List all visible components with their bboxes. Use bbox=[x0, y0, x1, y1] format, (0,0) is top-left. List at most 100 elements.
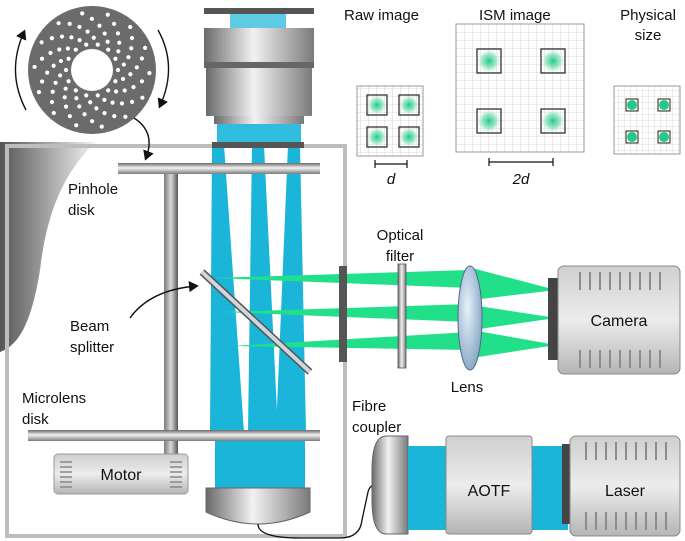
motor-label: Motor bbox=[101, 467, 143, 484]
disk-pinhole bbox=[66, 79, 71, 84]
camera-label: Camera bbox=[591, 313, 648, 330]
optical-filter-label-line2: filter bbox=[386, 248, 414, 265]
disk-pinhole bbox=[94, 106, 99, 111]
disk-pinhole bbox=[73, 88, 78, 93]
raw-image-title: Raw image bbox=[344, 7, 419, 24]
disk-pinhole bbox=[48, 50, 53, 55]
pinhole-label-line2: disk bbox=[68, 202, 95, 219]
disk-pinhole bbox=[110, 100, 115, 105]
disk-pinhole bbox=[80, 11, 85, 16]
disk-pinhole bbox=[58, 58, 64, 64]
physical-size-panel bbox=[613, 85, 681, 155]
disk-pinhole bbox=[113, 79, 118, 84]
aotf-label: AOTF bbox=[468, 483, 511, 500]
disk-pinhole bbox=[36, 90, 42, 95]
disk-pinhole bbox=[142, 45, 148, 50]
disk-pinhole bbox=[121, 62, 126, 67]
disk-pinhole bbox=[53, 80, 58, 85]
ism-image-title: ISM image bbox=[479, 7, 551, 24]
disk-pinhole bbox=[63, 86, 68, 91]
disk-pinhole bbox=[105, 39, 110, 44]
disk-pinhole bbox=[119, 101, 125, 106]
disk-pinhole bbox=[84, 42, 89, 47]
disk-pinhole bbox=[84, 93, 89, 98]
laser-beam-segment-a bbox=[408, 446, 446, 530]
disk-pinhole bbox=[105, 12, 110, 17]
disk-pinhole bbox=[95, 93, 100, 98]
disk-pinhole bbox=[50, 89, 55, 94]
spinning-disk-icon bbox=[28, 6, 156, 134]
disk-pinhole bbox=[39, 56, 45, 61]
optical-filter-label-line1: Optical bbox=[377, 227, 424, 244]
disk-pinhole bbox=[57, 47, 62, 52]
disk-pinhole bbox=[113, 56, 118, 61]
disk-pinhole bbox=[77, 104, 82, 109]
disk-pinhole bbox=[116, 49, 121, 54]
disk-pinhole bbox=[117, 40, 122, 45]
disk-pinhole bbox=[51, 63, 56, 68]
physical-title-line1: Physical bbox=[620, 7, 676, 24]
camera: Camera bbox=[548, 265, 681, 375]
collimator-lens bbox=[205, 487, 311, 525]
disk-pinhole bbox=[102, 111, 107, 116]
laser: Laser bbox=[562, 435, 681, 537]
disk-pinhole bbox=[39, 40, 44, 45]
disk-pinhole bbox=[63, 67, 69, 73]
aotf: AOTF bbox=[445, 435, 533, 535]
disk-pinhole bbox=[97, 23, 102, 28]
left-sweep-shape bbox=[0, 142, 96, 352]
disk-pinhole bbox=[49, 99, 55, 105]
disk-pinhole bbox=[59, 34, 65, 39]
disk-pinhole bbox=[120, 76, 126, 82]
microlens-label-line2: disk bbox=[22, 411, 49, 428]
beam-label-line2: splitter bbox=[70, 339, 114, 356]
objective-lens bbox=[204, 8, 314, 148]
disk-pinhole bbox=[122, 88, 127, 93]
disk-pinhole bbox=[82, 112, 87, 117]
disk-pinhole bbox=[45, 70, 50, 75]
beam-splitter bbox=[199, 269, 313, 375]
raw-image-panel bbox=[356, 85, 424, 168]
disk-pinhole bbox=[89, 16, 94, 21]
disk-pinhole bbox=[129, 46, 134, 51]
fibre-coupler-label-line1: Fibre bbox=[352, 398, 386, 415]
disk-pinhole bbox=[112, 113, 117, 119]
disk-pinhole bbox=[88, 100, 93, 105]
raw-scale-label: d bbox=[387, 171, 396, 188]
disk-pinhole bbox=[106, 88, 111, 93]
optical-filter bbox=[397, 263, 407, 369]
disk-pinhole bbox=[51, 110, 56, 116]
microlens-label-line1: Microlens bbox=[22, 390, 86, 407]
beam-label-line1: Beam bbox=[70, 318, 109, 335]
disk-pinhole bbox=[99, 124, 104, 129]
frame-port-plate bbox=[339, 266, 347, 362]
disk-pinhole bbox=[66, 56, 71, 61]
disk-pinhole bbox=[126, 55, 131, 60]
disk-pinhole bbox=[77, 38, 82, 43]
disk-pinhole bbox=[95, 42, 100, 47]
disk-pinhole bbox=[131, 85, 136, 90]
disk-pinhole bbox=[113, 89, 119, 94]
disk-pinhole bbox=[140, 95, 145, 100]
disk-pinhole bbox=[40, 79, 45, 84]
rotation-arrow-right bbox=[157, 29, 170, 109]
emission-lens bbox=[457, 265, 483, 371]
lens-label: Lens bbox=[451, 379, 484, 396]
disk-pinhole bbox=[139, 56, 144, 61]
disk-pinhole bbox=[139, 79, 145, 84]
disk-pinhole bbox=[115, 31, 121, 36]
disk-pinhole bbox=[128, 24, 133, 30]
physical-title-line2: size bbox=[635, 27, 662, 44]
ism-image-panel bbox=[455, 23, 585, 166]
microlens-disk bbox=[28, 430, 320, 441]
pinhole-label-line1: Pinhole bbox=[68, 181, 118, 198]
disk-pinhole bbox=[63, 104, 69, 109]
disk-pinhole bbox=[69, 35, 74, 40]
fibre-coupler bbox=[371, 435, 409, 535]
disk-pinhole bbox=[73, 47, 78, 52]
disk-pinhole bbox=[128, 72, 133, 77]
splitter-pointer-arrow bbox=[129, 281, 199, 319]
disk-pinhole bbox=[58, 73, 63, 78]
disk-pinhole bbox=[129, 35, 135, 41]
disk-pinhole bbox=[129, 99, 135, 104]
